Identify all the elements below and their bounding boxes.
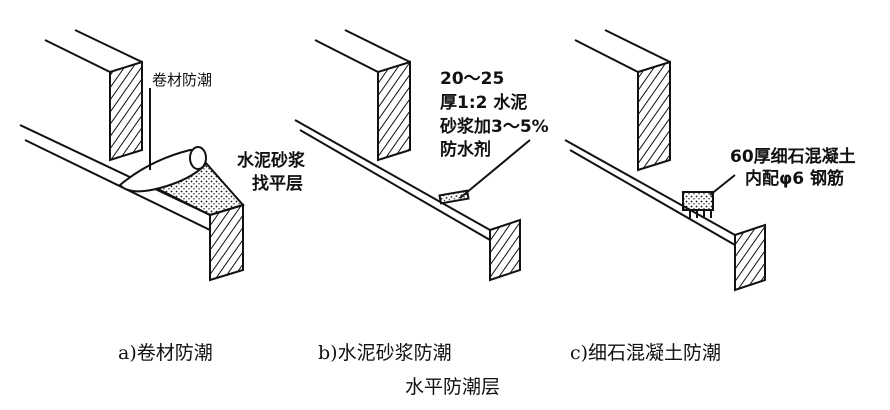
- panel-b-drawing: [294, 29, 531, 282]
- lower-wall-c: [564, 139, 766, 292]
- panel-c-drawing: [564, 29, 766, 292]
- label-c-line1: 60厚细石混凝土: [730, 147, 856, 167]
- label-b-line4: 防水剂: [440, 140, 491, 160]
- label-c-line2: 内配φ6 钢筋: [745, 169, 845, 189]
- caption-b: b)水泥砂浆防潮: [318, 342, 452, 364]
- figure-title: 水平防潮层: [405, 376, 501, 398]
- rebar-phi6: [689, 210, 712, 218]
- label-b-line1: 20～25: [440, 69, 505, 89]
- lower-wall-b: [294, 119, 521, 282]
- label-mortar-line2: 找平层: [252, 174, 303, 194]
- panel-a-drawing: [19, 29, 245, 282]
- label-membrane: 卷材防潮: [152, 71, 213, 89]
- label-b-line3: 砂浆加3～5%: [440, 117, 549, 137]
- label-b-line2: 厚1:2 水泥: [440, 93, 528, 113]
- upper-wall-c: [574, 29, 671, 172]
- caption-a: a)卷材防潮: [118, 342, 213, 364]
- membrane-roll: [118, 88, 207, 193]
- upper-wall-a: [44, 29, 143, 162]
- label-mortar-line1: 水泥砂浆: [237, 151, 305, 171]
- upper-wall-b: [314, 29, 411, 162]
- mortar-layer-b: [438, 189, 470, 205]
- caption-c: c)细石混凝土防潮: [570, 342, 722, 364]
- fine-concrete-layer: [682, 191, 714, 211]
